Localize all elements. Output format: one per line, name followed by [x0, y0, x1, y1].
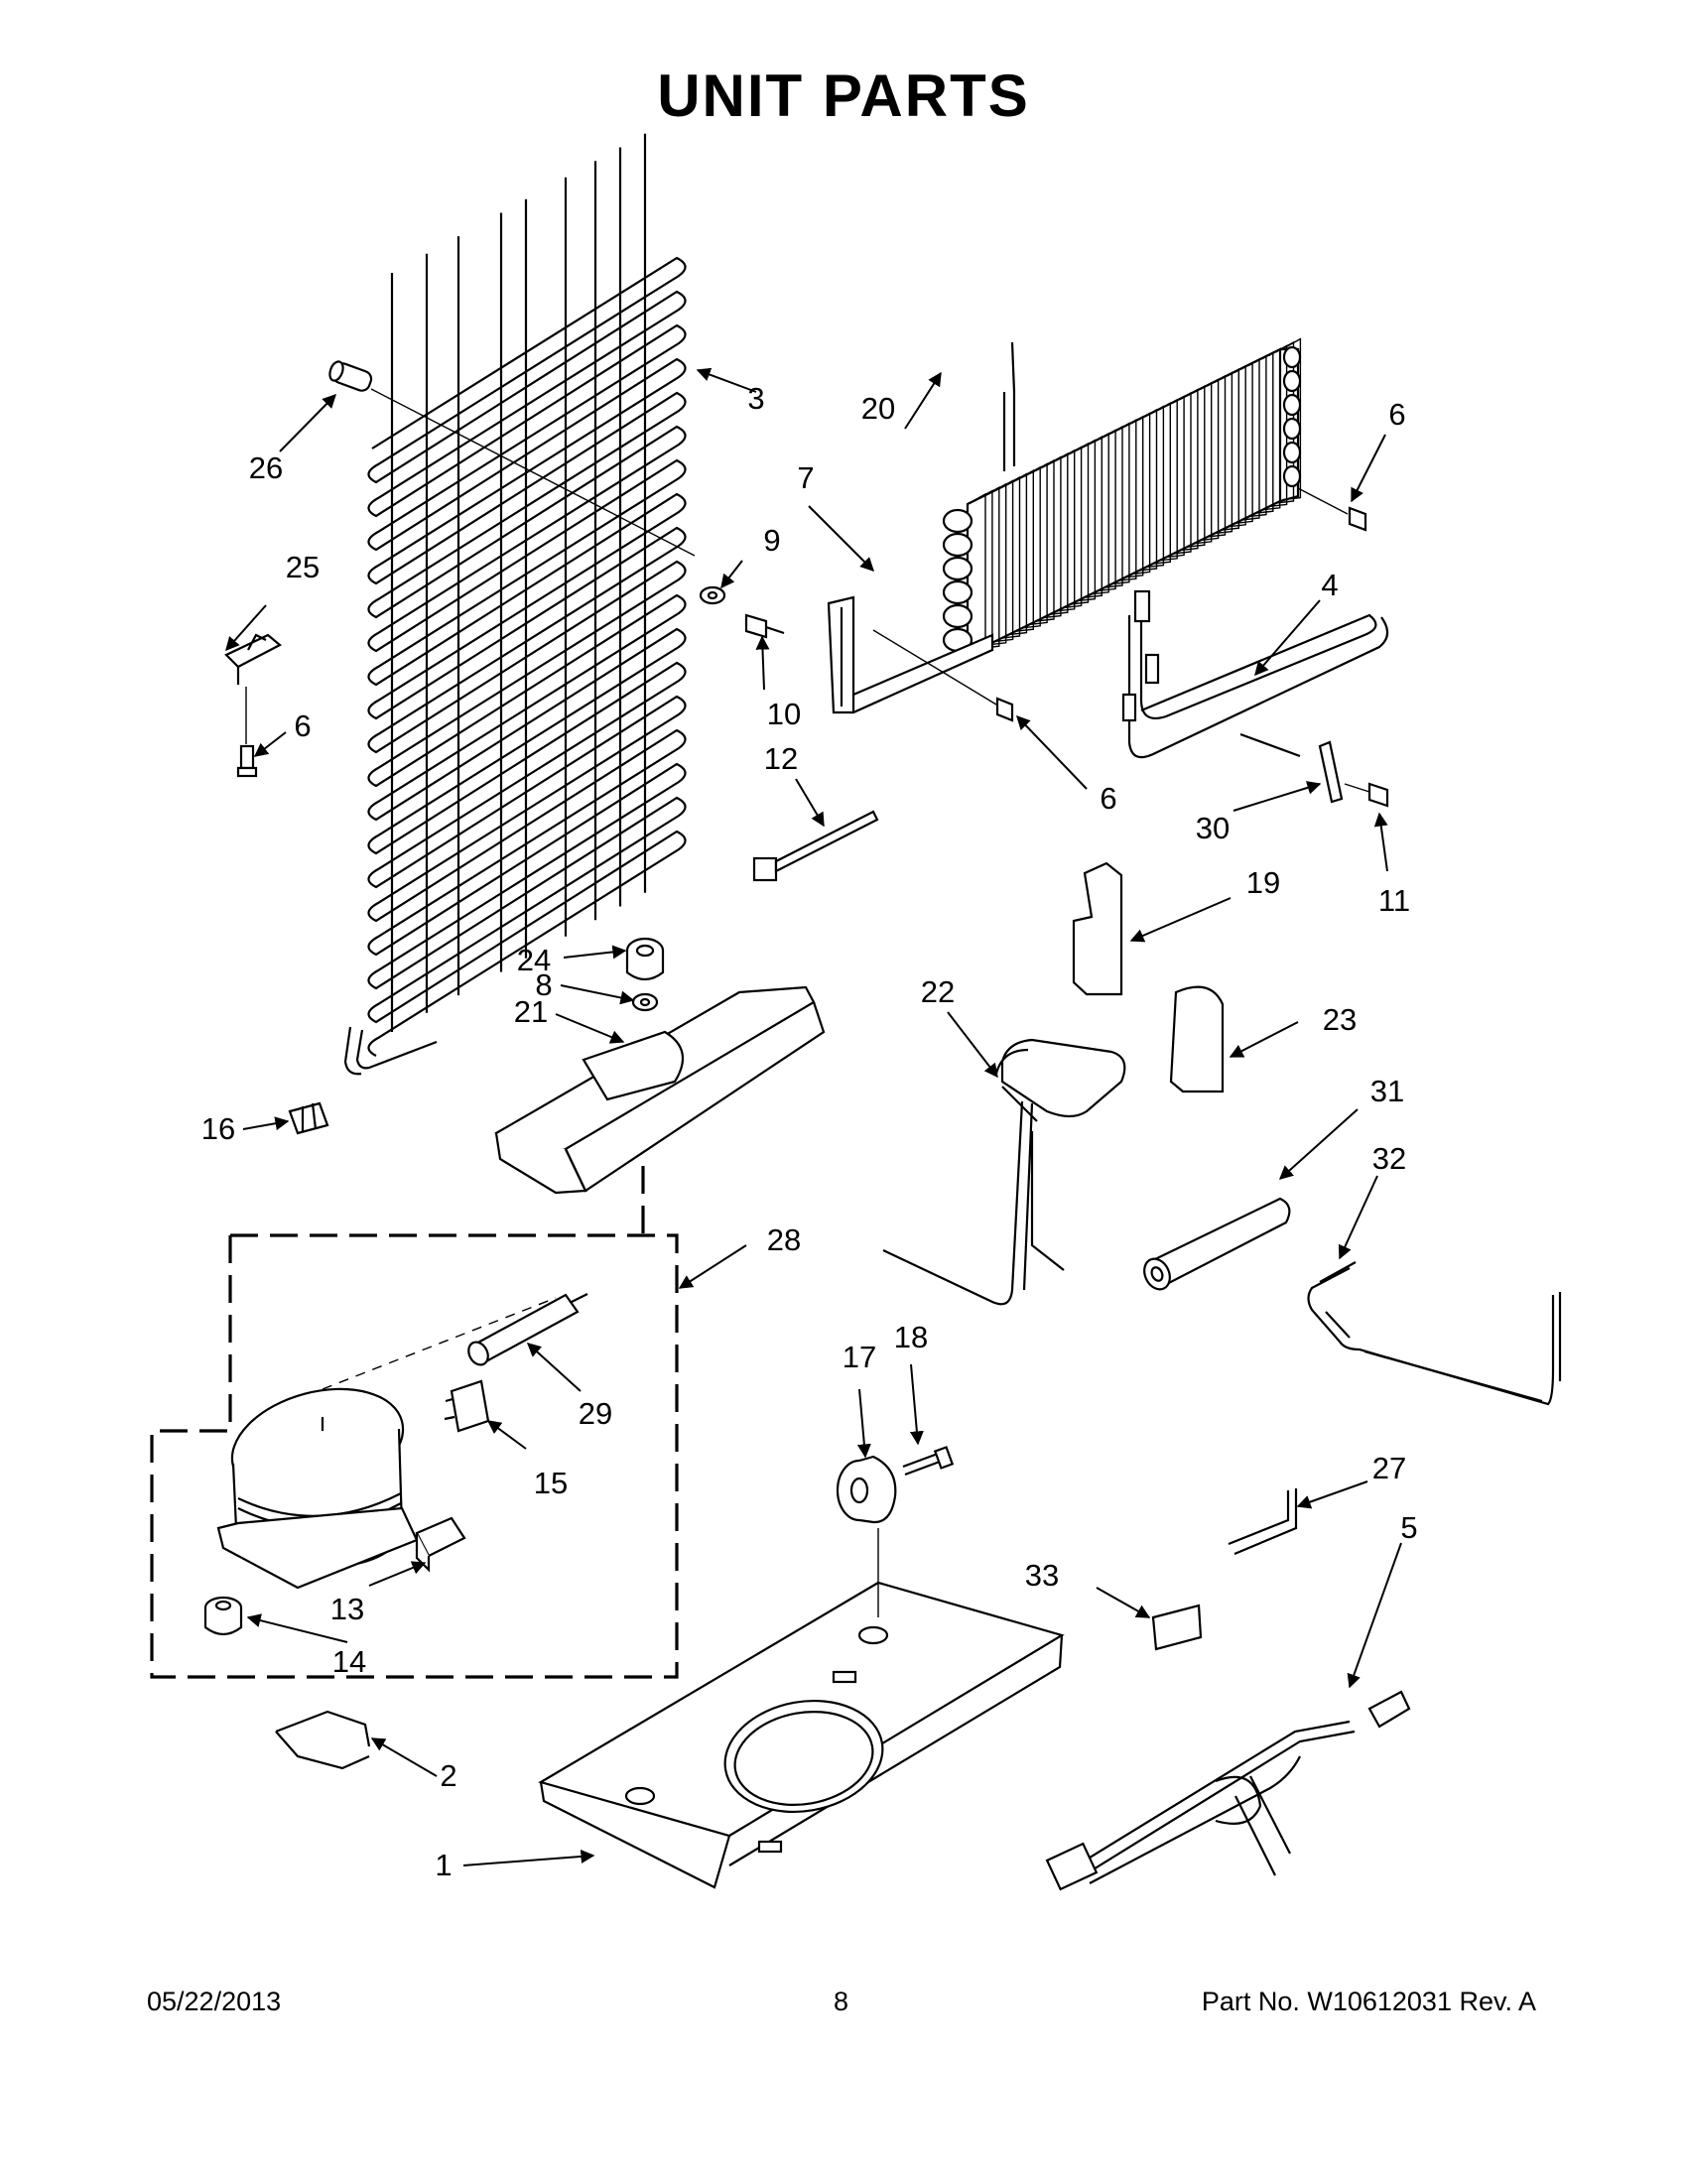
callout-28: 28 [767, 1222, 801, 1257]
tube-assembly-part [882, 1038, 1126, 1306]
callout-23: 23 [1323, 1002, 1357, 1037]
callout-14: 14 [332, 1644, 366, 1679]
callout-12: 12 [764, 741, 798, 776]
callout-27: 27 [1372, 1451, 1406, 1485]
coil-clip-part [224, 633, 282, 685]
callout-6-center: 6 [1100, 781, 1116, 816]
condenser-coil-part [343, 133, 687, 1076]
callout-13: 13 [330, 1592, 364, 1626]
callout-3: 3 [747, 381, 764, 416]
callout-18: 18 [894, 1320, 928, 1354]
insulation-tube-part [1143, 1197, 1291, 1291]
callout-11: 11 [1378, 883, 1410, 918]
screw-part-10 [744, 613, 785, 639]
callout-29: 29 [579, 1396, 612, 1431]
screw-part-right [1297, 487, 1367, 532]
callout-6-left: 6 [294, 708, 311, 743]
wiring-harness-part [1045, 1690, 1411, 1891]
footer-page-number: 8 [834, 1987, 849, 2016]
footer-date: 05/22/2013 [147, 1987, 282, 2016]
screw-part-evaporator [872, 629, 1014, 722]
callout-24: 24 [517, 943, 551, 977]
wire-clip-part [275, 1710, 371, 1770]
insulation-part-19 [1072, 861, 1123, 996]
motor-screw-part [902, 1446, 955, 1477]
evaporator-part [942, 337, 1302, 657]
callout-21: 21 [514, 994, 548, 1029]
screw-part-11 [1344, 782, 1389, 808]
callout-7: 7 [797, 460, 814, 495]
callout-33: 33 [1025, 1558, 1059, 1593]
callout-22: 22 [921, 974, 955, 1009]
tube-clip-part [288, 1101, 329, 1135]
callout-9: 9 [763, 523, 780, 558]
filter-drier-part [467, 1293, 588, 1366]
overload-part [415, 1516, 466, 1573]
drier-tube-part [328, 360, 696, 557]
leader-arrows [225, 367, 1402, 1866]
pad-part [1151, 1604, 1203, 1651]
callout-15: 15 [534, 1466, 568, 1500]
capillary-tube-part [1307, 1261, 1562, 1406]
compressor-kit-box [150, 1166, 679, 1679]
compressor-part [216, 1297, 557, 1590]
callout-26: 26 [249, 450, 283, 485]
washer-part-8 [631, 992, 659, 1012]
callout-2: 2 [440, 1758, 456, 1793]
callout-4: 4 [1321, 568, 1338, 602]
callout-30: 30 [1196, 811, 1230, 845]
evaporator-bracket-part [827, 595, 994, 714]
callout-5: 5 [1400, 1510, 1417, 1545]
insulation-part-23 [1169, 985, 1225, 1093]
wire-tie-part [752, 810, 879, 882]
callout-31: 31 [1370, 1074, 1404, 1108]
washer-part [699, 585, 726, 605]
base-pan-part [538, 1528, 1065, 1889]
heater-clip-part [1239, 732, 1344, 804]
tube-part-27 [1228, 1488, 1298, 1556]
callout-17: 17 [843, 1340, 876, 1374]
callout-32: 32 [1372, 1141, 1406, 1176]
page-title: UNIT PARTS [657, 63, 1030, 129]
callout-10: 10 [767, 697, 801, 731]
callout-6-right: 6 [1388, 397, 1405, 432]
screw-part-left [236, 687, 258, 778]
callout-labels: 1 2 3 4 5 6 6 6 7 8 9 10 11 12 13 14 15 … [201, 381, 1418, 1882]
callout-16: 16 [201, 1111, 235, 1146]
callout-25: 25 [286, 550, 320, 584]
callout-20: 20 [861, 391, 895, 426]
footer-part-number: Part No. W10612031 Rev. A [1201, 1987, 1536, 2016]
grommet-part [625, 937, 665, 981]
compressor-grommet-part [203, 1596, 243, 1636]
callout-19: 19 [1246, 865, 1280, 900]
callout-8: 8 [535, 967, 552, 1002]
relay-part [444, 1379, 490, 1433]
callout-1: 1 [435, 1848, 452, 1882]
condenser-fan-motor-part [836, 1455, 897, 1524]
drain-pan-part [494, 985, 826, 1195]
defrost-heater-part [1121, 589, 1389, 759]
